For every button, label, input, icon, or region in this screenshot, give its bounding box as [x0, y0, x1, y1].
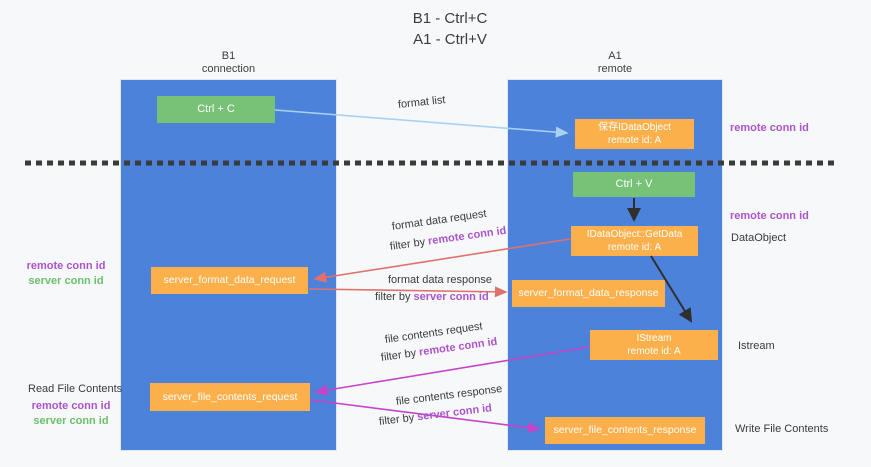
ctrl-v-box: Ctrl + V — [573, 172, 695, 197]
server-conn-id-label-bottom-left: server conn id — [33, 415, 109, 427]
server-file-contents-response-label: server_file_contents_response — [553, 424, 697, 436]
server-format-data-request-box: server_format_data_request — [151, 267, 308, 294]
ctrl-c-box: Ctrl + C — [157, 96, 275, 123]
write-file-contents-label: Write File Contents — [735, 423, 829, 435]
remote-conn-id-highlight: remote conn id — [427, 224, 508, 248]
file-contents-response-filter-label: filter by server conn id — [378, 402, 492, 428]
conn-id-pair-bottom-left: remote conn id server conn id — [24, 399, 118, 429]
format-data-response-label: format data response — [388, 274, 492, 286]
server-file-contents-request-label: server_file_contents_request — [162, 390, 298, 403]
server-conn-id-highlight: server conn id — [416, 402, 493, 424]
istream-side-label: Istream — [738, 340, 775, 352]
istream-line1: IStream — [636, 333, 672, 344]
lane-header-a1: A1 remote — [507, 50, 723, 76]
diagram-title: B1 - Ctrl+C A1 - Ctrl+V — [300, 8, 600, 50]
ctrl-v-label: Ctrl + V — [615, 178, 653, 190]
title-line-2: A1 - Ctrl+V — [413, 31, 487, 48]
save-dataobject-box: 保存IDataObject remote id: A — [575, 119, 694, 149]
remote-conn-id-label-top-right: remote conn id — [730, 122, 809, 134]
filter-by-text: filter by — [380, 346, 420, 364]
idataobject-getdata-box: IDataObject::GetData remote id: A — [571, 226, 698, 256]
lane-b1-role: connection — [201, 63, 256, 75]
remote-conn-id-label-right: remote conn id — [730, 210, 809, 222]
format-data-response-filter-label: filter by server conn id — [375, 291, 489, 303]
remote-conn-id-label-bottom-left: remote conn id — [31, 400, 111, 412]
format-list-label: format list — [397, 94, 447, 111]
istream-box: IStream remote id: A — [590, 330, 718, 360]
server-conn-id-highlight: server conn id — [413, 291, 489, 303]
getdata-line2: remote id: A — [607, 242, 662, 253]
server-file-contents-response-box: server_file_contents_response — [545, 417, 705, 444]
lane-a1-name: A1 — [608, 50, 622, 62]
istream-line2: remote id: A — [627, 346, 681, 357]
dataobject-label: DataObject — [731, 232, 787, 244]
save-dataobject-line2: remote id: A — [607, 135, 662, 146]
getdata-line1: IDataObject::GetData — [586, 229, 683, 240]
read-file-contents-label: Read File Contents — [28, 383, 123, 395]
filter-by-text: filter by — [378, 411, 418, 428]
save-dataobject-line1: 保存IDataObject — [598, 122, 671, 133]
remote-conn-id-label-left: remote conn id — [26, 260, 106, 272]
lane-header-b1: B1 connection — [120, 50, 337, 76]
server-format-data-response-label: server_format_data_response — [518, 287, 659, 299]
server-format-data-request-label: server_format_data_request — [163, 274, 296, 286]
lane-b1-name: B1 — [221, 50, 236, 62]
server-conn-id-label-left: server conn id — [28, 275, 104, 287]
server-format-data-response-box: server_format_data_response — [512, 280, 665, 307]
filter-by-text: filter by — [375, 291, 414, 303]
lane-a1-role: remote — [597, 63, 633, 75]
filter-by-text: filter by — [389, 235, 429, 253]
server-file-contents-request-box: server_file_contents_request — [150, 383, 310, 411]
ctrl-c-label: Ctrl + C — [197, 103, 235, 115]
title-line-1: B1 - Ctrl+C — [412, 10, 488, 27]
conn-id-pair-left: remote conn id server conn id — [20, 259, 112, 289]
